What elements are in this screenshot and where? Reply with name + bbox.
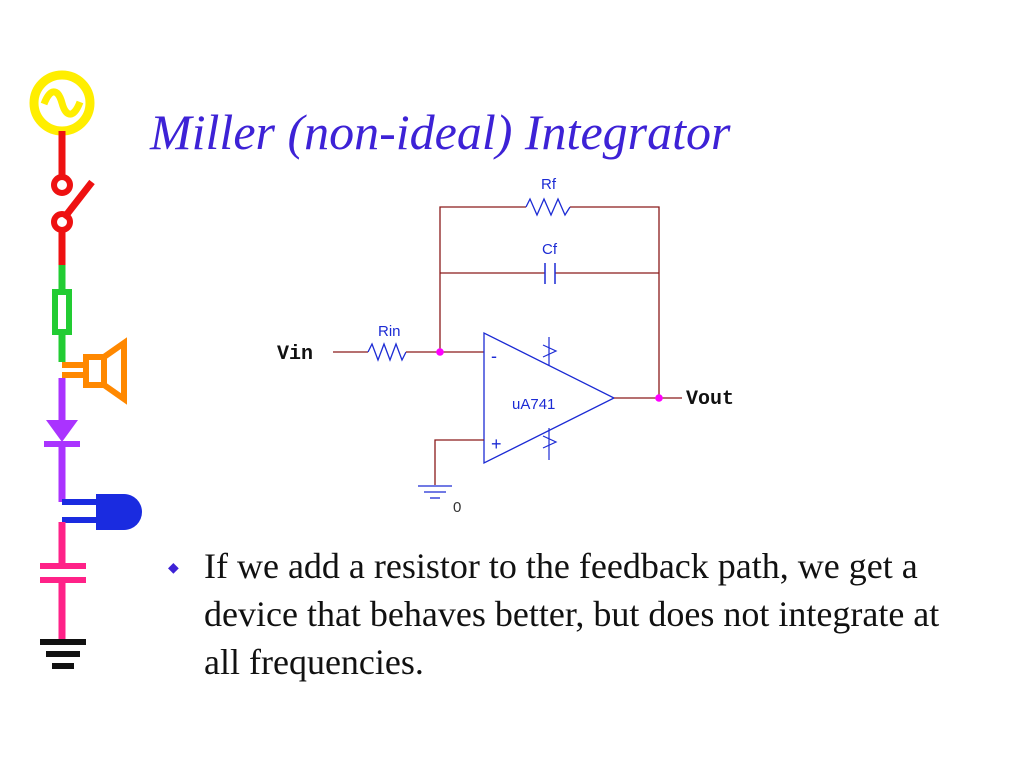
speaker-icon <box>62 337 127 405</box>
noninverting-input-label: + <box>491 434 502 454</box>
ac-source-icon <box>29 70 95 136</box>
opamp-label: uA741 <box>512 396 555 413</box>
fuse-icon <box>52 265 72 362</box>
bullet-list: ◆ If we add a resistor to the feedback p… <box>168 542 968 686</box>
decorative-component-strip <box>29 70 142 669</box>
ground-node-label: 0 <box>453 499 461 516</box>
inverting-input-label: - <box>491 346 497 366</box>
switch-icon <box>51 131 95 265</box>
vin-label: Vin <box>277 343 313 366</box>
capacitor-icon <box>40 522 86 640</box>
rin-label: Rin <box>378 323 401 340</box>
output-junction-node <box>655 394 663 402</box>
power-pin-bottom <box>542 428 558 460</box>
integrator-circuit-diagram: Rf Cf Rin Vin uA741 - + Vout <box>277 176 734 516</box>
rf-label: Rf <box>541 176 557 193</box>
bullet-item: ◆ If we add a resistor to the feedback p… <box>168 542 968 686</box>
cf-capacitor-symbol <box>544 263 556 284</box>
slide-title: Miller (non-ideal) Integrator <box>150 104 731 160</box>
rin-resistor-symbol <box>367 342 407 362</box>
vout-label: Vout <box>686 388 734 411</box>
ground-icon <box>40 639 86 669</box>
power-pin-top <box>542 337 558 366</box>
led-icon <box>62 494 142 530</box>
rf-resistor-symbol <box>525 197 571 217</box>
diode-icon <box>44 378 80 502</box>
ground-wire <box>434 439 484 485</box>
cf-label: Cf <box>542 241 558 258</box>
feedback-network <box>439 206 660 398</box>
bullet-text: If we add a resistor to the feedback pat… <box>204 546 940 682</box>
input-junction-node <box>436 348 444 356</box>
diamond-bullet-icon: ◆ <box>168 560 179 576</box>
ground-symbol <box>418 485 452 499</box>
